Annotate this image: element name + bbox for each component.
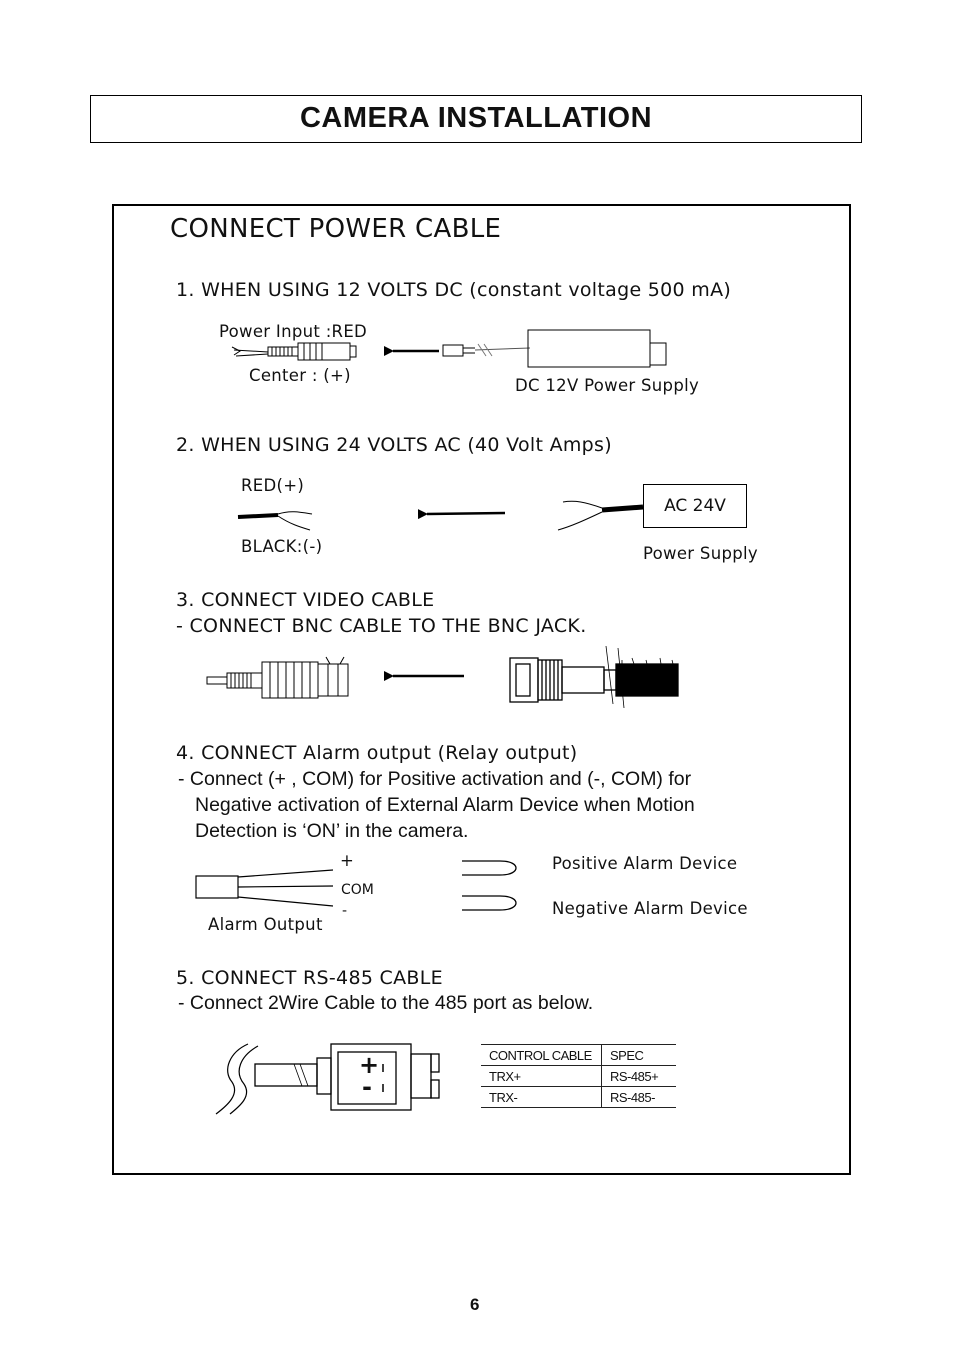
step5-title: 5. CONNECT RS-485 CABLE: [176, 967, 443, 989]
black-label: BLACK:(-): [241, 537, 323, 556]
red-label: RED(+): [241, 476, 305, 495]
com-label: COM: [341, 882, 374, 898]
section-heading: CONNECT POWER CABLE: [170, 214, 502, 244]
step4-desc-line2: Negative activation of External Alarm De…: [195, 794, 695, 816]
table-header-row: CONTROL CABLE SPEC: [481, 1044, 676, 1066]
positive-alarm-label: Positive Alarm Device: [552, 854, 738, 873]
ac-24v-box: AC 24V: [643, 484, 747, 528]
step4-desc-line3: Detection is ‘ON’ in the camera.: [195, 820, 469, 842]
step4-desc-line1: - Connect (+ , COM) for Positive activat…: [178, 768, 692, 790]
step5-desc: - Connect 2Wire Cable to the 485 port as…: [178, 992, 594, 1014]
step4-title: 4. CONNECT Alarm output (Relay output): [176, 742, 578, 764]
arrow-icon: [417, 509, 506, 520]
table-cell: TRX+: [481, 1065, 602, 1087]
plus-label: +: [340, 851, 355, 870]
alarm-output-label: Alarm Output: [208, 915, 323, 934]
dc-jack-illustration: [231, 342, 357, 361]
content-frame: [112, 204, 851, 1175]
ac-supply-wire-illustration: [557, 500, 644, 531]
step1-title: 1. WHEN USING 12 VOLTS DC (constant volt…: [176, 279, 732, 301]
title-box: CAMERA INSTALLATION: [90, 95, 862, 143]
dc-supply-label: DC 12V Power Supply: [515, 376, 700, 395]
minus-label: -: [342, 903, 348, 919]
step3-title: 3. CONNECT VIDEO CABLE: [176, 589, 435, 611]
page-number: 6: [470, 1295, 480, 1314]
table-header-cell: SPEC: [601, 1044, 676, 1066]
connector-minus: -: [362, 1073, 372, 1101]
connector-plus: +: [359, 1051, 380, 1079]
bnc-plug-illustration: [509, 645, 679, 709]
rs485-connector-illustration: [215, 1043, 440, 1115]
table-cell: RS-485+: [601, 1065, 676, 1087]
step2-title: 2. WHEN USING 24 VOLTS AC (40 Volt Amps): [176, 434, 612, 456]
rs485-spec-table: CONTROL CABLE SPEC TRX+ RS-485+ TRX- RS-…: [481, 1044, 676, 1108]
table-header-cell: CONTROL CABLE: [481, 1044, 602, 1066]
step3-desc: - CONNECT BNC CABLE TO THE BNC JACK.: [176, 615, 587, 637]
alarm-device-illustration: [462, 860, 517, 911]
alarm-wire-illustration: [195, 869, 334, 907]
bnc-jack-illustration: [206, 656, 349, 699]
center-label: Center : (+): [249, 366, 351, 385]
table-cell: RS-485-: [601, 1086, 676, 1108]
page-title: CAMERA INSTALLATION: [299, 102, 653, 134]
power-input-label: Power Input :RED: [219, 322, 368, 341]
negative-alarm-label: Negative Alarm Device: [552, 899, 748, 918]
table-row: TRX+ RS-485+: [481, 1065, 676, 1087]
ac-wire-illustration: [237, 511, 313, 531]
table-row: TRX- RS-485-: [481, 1086, 676, 1108]
table-cell: TRX-: [481, 1086, 602, 1108]
dc-supply-illustration: [442, 329, 667, 368]
ac-supply-label: Power Supply: [643, 544, 758, 563]
